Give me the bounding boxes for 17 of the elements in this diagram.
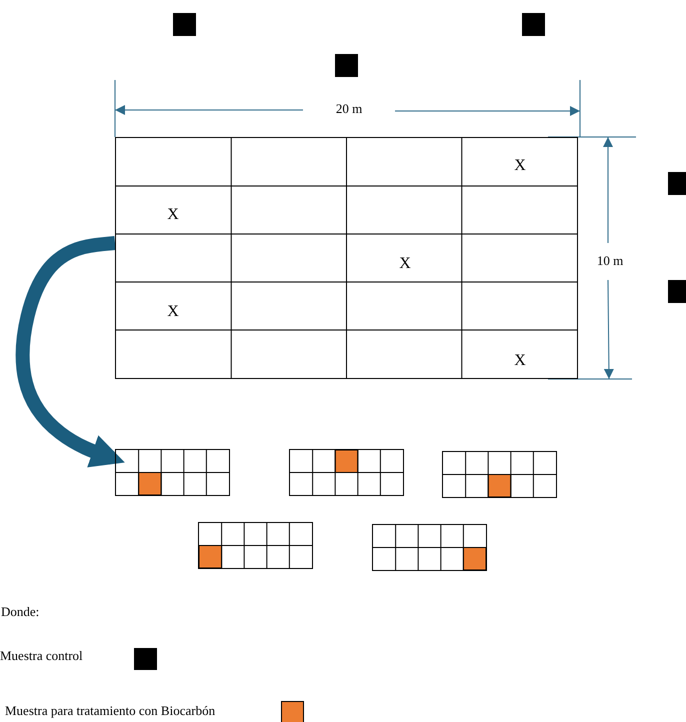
subsample-grid [442, 451, 557, 498]
dimension-label: 10 m [596, 254, 624, 268]
legend-label: Muestra para tratamiento con Biocarbón [5, 704, 216, 718]
curved-arrow [16, 236, 125, 468]
sample-point-mark: X [166, 303, 180, 321]
subsample-grid [372, 524, 487, 571]
subsample-grid [115, 449, 230, 496]
dimension-label: 20 m [334, 102, 364, 116]
sample-point-mark: X [513, 352, 527, 370]
subsample-grid [198, 522, 313, 569]
legend-heading: Donde: [0, 604, 40, 620]
legend-label: Muestra control [0, 649, 83, 664]
subsample-grid [289, 449, 404, 496]
sample-point-mark: X [166, 206, 180, 224]
field-plot-grid [115, 137, 578, 379]
sample-point-mark: X [513, 157, 527, 175]
sample-point-mark: X [398, 255, 412, 273]
